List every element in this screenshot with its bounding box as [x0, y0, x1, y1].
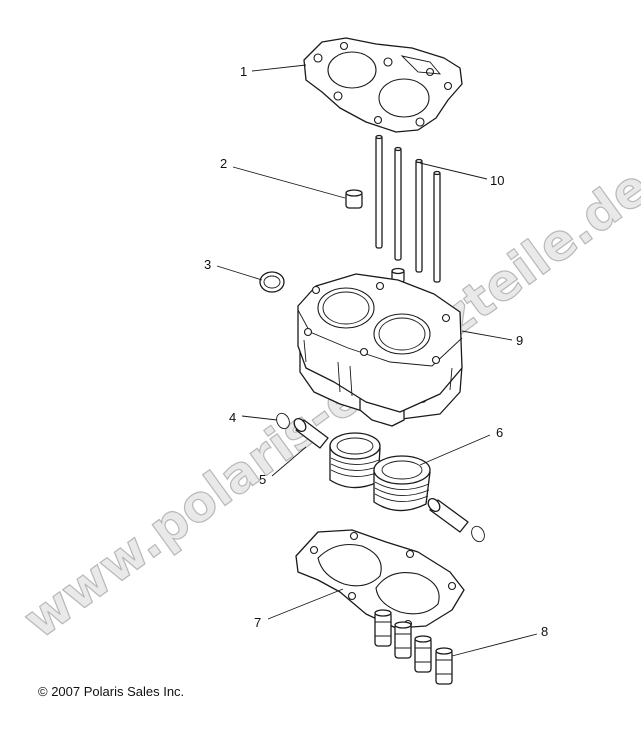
leader-line-8: [451, 633, 538, 657]
leader-line-4: [241, 415, 278, 421]
cylinder-base-gasket: [295, 529, 465, 629]
callout-3: 3: [204, 257, 211, 272]
bushings: [374, 609, 453, 685]
leader-line-9: [461, 330, 513, 341]
stud: [394, 146, 402, 261]
callout-5: 5: [259, 472, 266, 487]
copyright-notice: © 2007 Polaris Sales Inc.: [38, 684, 185, 699]
cylinder-head-gasket: [303, 37, 463, 133]
callout-4: 4: [229, 410, 236, 425]
callout-2: 2: [220, 156, 227, 171]
leader-line-1: [251, 64, 307, 72]
cylinder-studs: [375, 134, 441, 283]
stud: [375, 134, 383, 249]
callout-1: 1: [240, 64, 247, 79]
piston-pin-circlip-rear: [471, 525, 485, 543]
callout-labels: 1 2 3 4 5 6 7 8 9 10: [204, 64, 548, 639]
plug-seal: [259, 271, 285, 293]
bushing: [374, 609, 392, 647]
callout-7: 7: [254, 615, 261, 630]
piston-right: [373, 455, 431, 512]
leader-line-10: [419, 162, 488, 180]
piston-pin-circlip-front: [276, 412, 290, 430]
callout-9: 9: [516, 333, 523, 348]
piston-pin-rear: [427, 498, 469, 533]
callout-6: 6: [496, 425, 503, 440]
dowel-pin: [345, 189, 363, 209]
leader-line-5: [271, 446, 307, 477]
leader-line-7: [267, 588, 344, 620]
leader-lines: [216, 64, 538, 657]
stud: [415, 158, 423, 273]
stud: [433, 170, 441, 283]
callout-10: 10: [490, 173, 504, 188]
cylinder: [297, 273, 463, 427]
leader-line-3: [216, 265, 263, 281]
piston-pin-front: [293, 418, 329, 449]
bushing: [435, 647, 453, 685]
bushing: [414, 635, 432, 673]
leader-line-2: [232, 166, 346, 199]
bushing: [394, 621, 412, 659]
leader-line-6: [419, 434, 491, 466]
callout-8: 8: [541, 624, 548, 639]
piston-left: [329, 432, 381, 489]
